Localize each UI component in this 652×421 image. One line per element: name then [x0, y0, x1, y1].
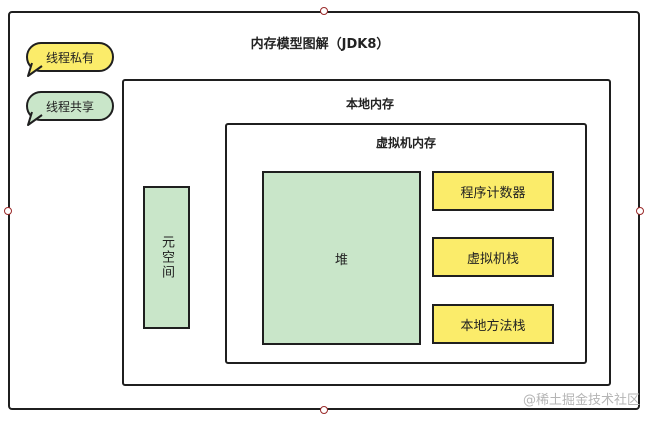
virtual-memory-container [225, 123, 587, 364]
vm-stack-box: 虚拟机栈 [432, 237, 554, 277]
local-memory-container [122, 79, 611, 386]
legend-thread-private-label: 线程私有 [45, 50, 94, 65]
native-method-stack-box: 本地方法栈 [432, 304, 554, 344]
resize-handle-top[interactable] [320, 7, 328, 15]
watermark: @稀土掘金技术社区 [522, 393, 640, 408]
legend-thread-shared: 线程共享 [26, 91, 114, 121]
heap-label: 堆 [334, 252, 348, 268]
metaspace-label: 元空间 [159, 235, 174, 280]
metaspace-box: 元空间 [143, 186, 190, 329]
resize-handle-right[interactable] [636, 207, 644, 215]
legend-thread-shared-tail [27, 111, 43, 126]
local-memory-title: 本地内存 [345, 97, 394, 111]
vm-stack-label: 虚拟机栈 [466, 251, 519, 267]
resize-handle-left[interactable] [4, 207, 12, 215]
heap-box: 堆 [262, 171, 421, 345]
virtual-memory-title: 虚拟机内存 [375, 136, 436, 150]
program-counter-box: 程序计数器 [432, 171, 554, 211]
resize-handle-bottom[interactable] [320, 406, 328, 414]
native-method-stack-label: 本地方法栈 [460, 318, 526, 334]
legend-thread-shared-label: 线程共享 [45, 99, 94, 114]
legend-thread-private-tail [27, 62, 43, 77]
program-counter-label: 程序计数器 [460, 185, 526, 201]
diagram-title: 内存模型图解（JDK8） [250, 37, 390, 52]
